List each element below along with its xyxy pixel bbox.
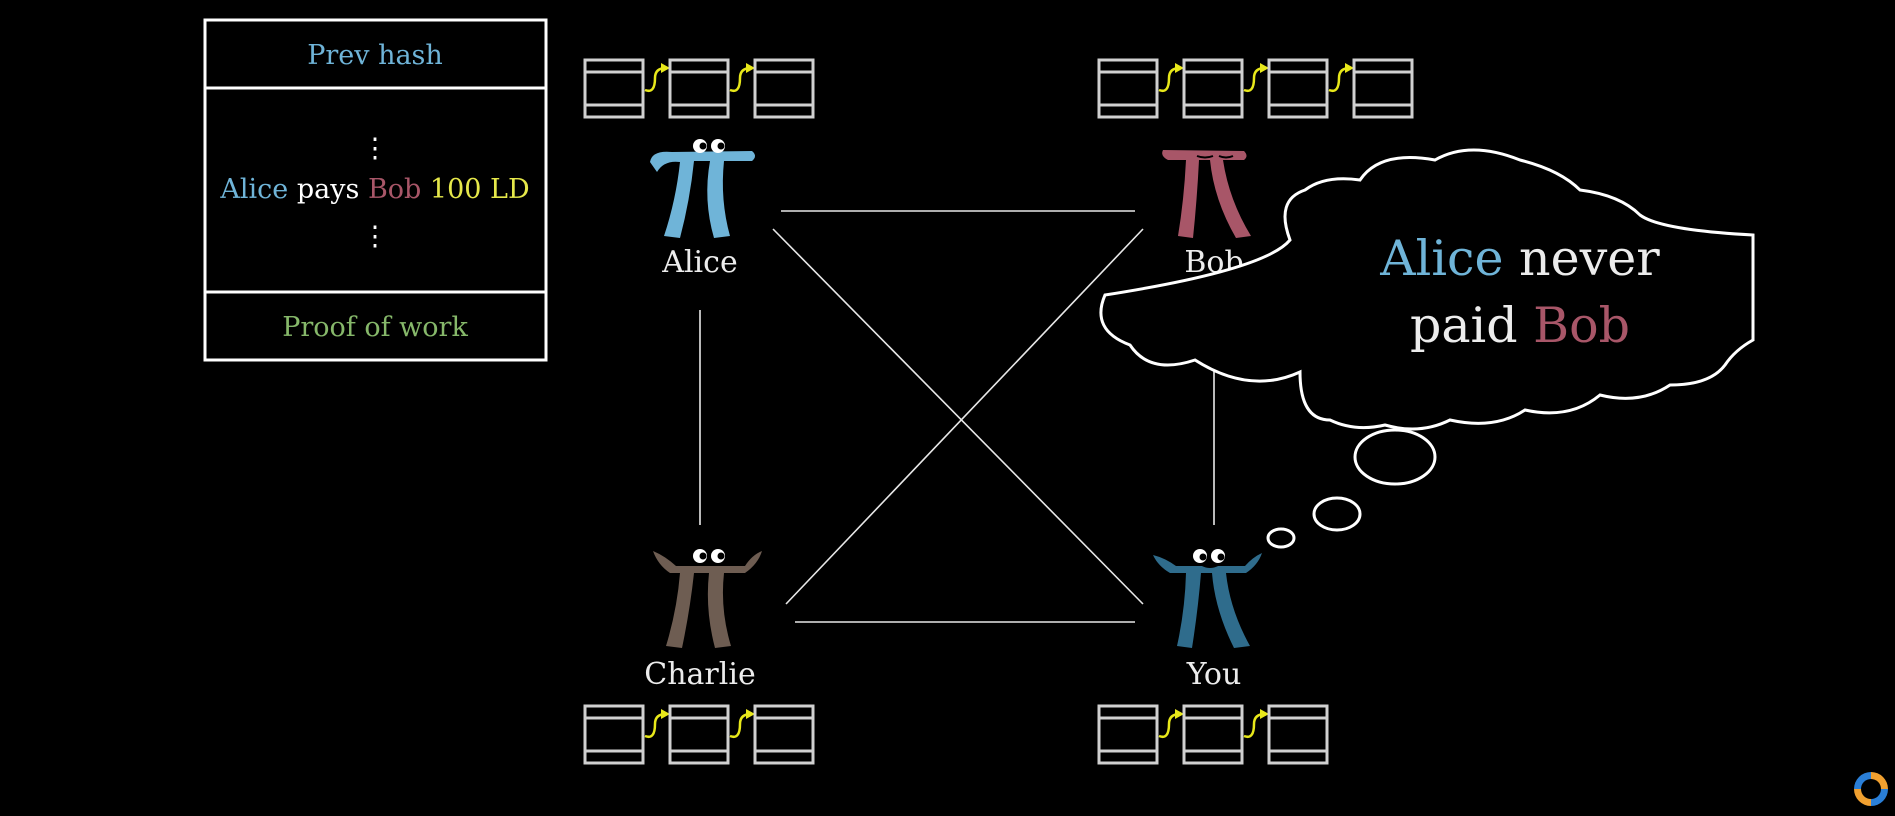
chain-arrowhead <box>1260 709 1269 719</box>
blockchain-charlie <box>583 704 815 765</box>
thought-never: never <box>1503 230 1660 287</box>
block <box>1182 704 1244 765</box>
dots-bottom: ⋮ <box>362 221 389 252</box>
edge-alice-you <box>772 228 1144 605</box>
tx-verb: pays <box>297 174 360 205</box>
chain-arrowhead <box>746 709 755 719</box>
pi-creature-charlie: Charlie <box>644 549 762 692</box>
block <box>1182 58 1244 119</box>
chain-arrow <box>644 712 667 738</box>
blockchain-bob <box>1097 58 1414 119</box>
block <box>1267 58 1329 119</box>
thought-bubble: Alice never paid Bob <box>1099 148 1755 549</box>
network-edges <box>699 210 1215 623</box>
thought-paid: paid <box>1410 297 1533 354</box>
chain-arrow <box>1158 66 1181 92</box>
chain-arrow <box>1243 66 1266 92</box>
chain-arrow <box>644 66 667 92</box>
alice-label: Alice <box>661 245 737 280</box>
blockchain-you <box>1097 704 1329 765</box>
chain-arrow <box>729 66 752 92</box>
block <box>583 58 645 119</box>
you-label: You <box>1186 657 1242 692</box>
chain-arrow <box>1243 712 1266 738</box>
block <box>668 58 730 119</box>
block-detail-box: Prev hash ⋮ Alice pays Bob 100 LD ⋮ Proo… <box>203 18 548 362</box>
tx-payee: Bob <box>368 174 421 205</box>
chain-arrow <box>1158 712 1181 738</box>
chain-arrowhead <box>1345 63 1354 73</box>
block <box>583 704 645 765</box>
prev-hash-label: Prev hash <box>307 40 443 71</box>
block <box>1267 704 1329 765</box>
chain-arrowhead <box>1175 709 1184 719</box>
transaction-line: Alice pays Bob 100 LD <box>219 174 529 205</box>
thought-alice: Alice <box>1379 230 1503 287</box>
proof-of-work-label: Proof of work <box>282 312 468 343</box>
charlie-label: Charlie <box>644 657 755 692</box>
pi-creature-bob: Bob <box>1162 150 1251 280</box>
block <box>1352 58 1414 119</box>
dots-top: ⋮ <box>362 133 389 164</box>
chain-arrowhead <box>1260 63 1269 73</box>
block <box>1097 704 1159 765</box>
chain-arrowhead <box>746 63 755 73</box>
block <box>668 704 730 765</box>
block <box>753 58 815 119</box>
blockchain-alice <box>583 58 815 119</box>
thought-line-2: paid Bob <box>1410 297 1630 354</box>
chain-arrowhead <box>661 709 670 719</box>
chain-arrow <box>1328 66 1351 92</box>
pi-creature-you: You <box>1153 549 1262 692</box>
block <box>1097 58 1159 119</box>
chain-arrowhead <box>661 63 670 73</box>
chain-arrowhead <box>1175 63 1184 73</box>
tx-payer: Alice <box>219 174 288 205</box>
thought-line-1: Alice never <box>1379 230 1660 287</box>
thought-bob: Bob <box>1533 297 1630 354</box>
edge-bob-charlie <box>785 228 1144 605</box>
pi-creature-alice: Alice <box>650 139 755 280</box>
tx-amount: 100 LD <box>430 174 530 205</box>
chain-arrow <box>729 712 752 738</box>
block <box>753 704 815 765</box>
loading-spinner-icon <box>1854 772 1888 806</box>
